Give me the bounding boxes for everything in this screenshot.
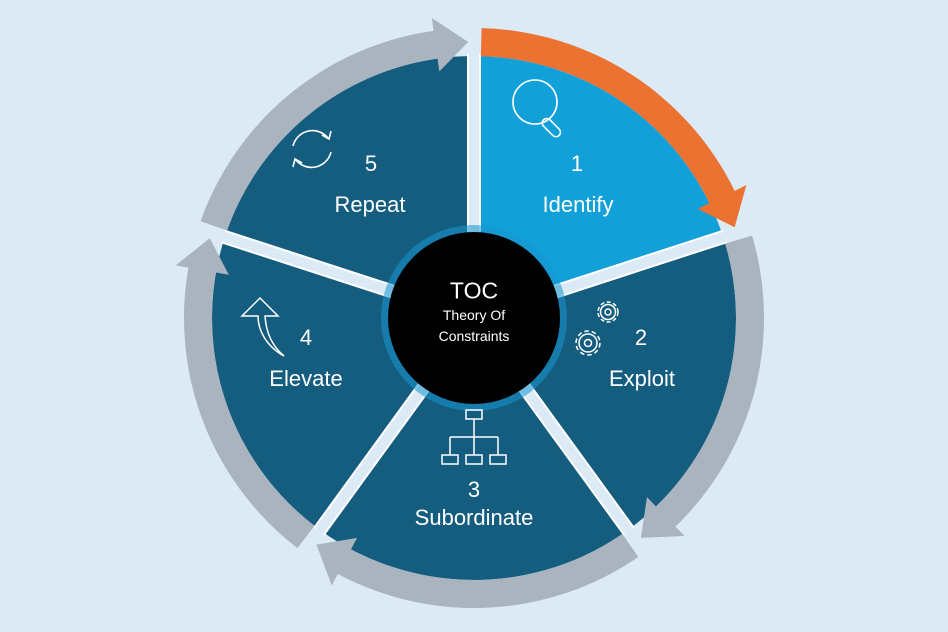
center-subtitle-line2: Constraints <box>438 328 510 344</box>
cycle-arrow <box>316 533 639 608</box>
center-subtitle-line1: Theory Of <box>442 307 506 323</box>
step-3-number: 3 <box>467 477 481 502</box>
cycle-arrow <box>175 238 315 549</box>
cycle-icon <box>292 129 332 169</box>
active-step-arrow <box>480 28 747 228</box>
gears-icon <box>575 301 619 356</box>
step-3-label: Subordinate <box>414 505 534 530</box>
step-1-number: 1 <box>570 151 584 176</box>
step-1-label: Identify <box>542 192 614 217</box>
cycle-arrow <box>640 235 764 538</box>
step-2-label: Exploit <box>608 366 676 391</box>
curved-up-arrow-icon <box>240 296 285 357</box>
step-5-number: 5 <box>364 151 378 176</box>
hierarchy-icon <box>441 409 507 465</box>
center-title: TOC <box>449 277 499 304</box>
step-4-label: Elevate <box>269 366 343 391</box>
magnifier-icon <box>512 79 562 138</box>
step-4-number: 4 <box>299 325 313 350</box>
cycle-arrow <box>200 17 469 231</box>
step-5-label: Repeat <box>334 192 406 217</box>
step-2-number: 2 <box>634 325 648 350</box>
center-circle <box>388 232 560 404</box>
